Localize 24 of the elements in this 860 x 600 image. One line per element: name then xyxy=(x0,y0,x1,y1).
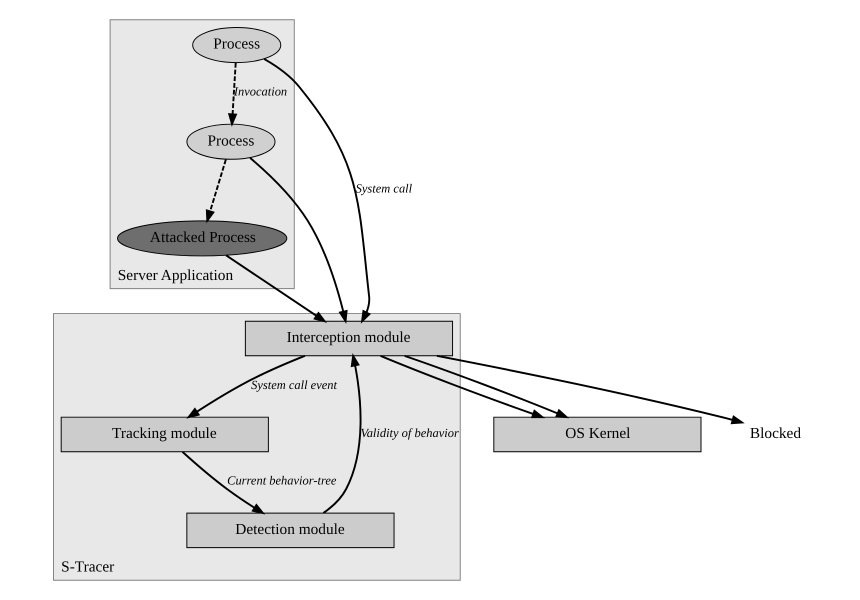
arrow xyxy=(205,159,226,224)
arrow xyxy=(322,353,361,514)
node-box: Tracking module xyxy=(60,416,268,452)
node-ellipse: Process xyxy=(186,124,275,160)
node-box: OS Kernel xyxy=(492,416,701,452)
arrow xyxy=(227,62,237,127)
edge-label: System call event xyxy=(250,378,336,392)
arrow xyxy=(186,354,305,419)
edge-label: System call xyxy=(355,181,412,196)
node-box: Interception module xyxy=(244,320,453,356)
node-text: Blocked xyxy=(749,425,801,442)
arrow xyxy=(263,58,371,324)
node-box: Detection module xyxy=(186,512,394,548)
arrow xyxy=(436,354,744,424)
node-ellipse: Attacked Process xyxy=(116,220,287,256)
arrow xyxy=(225,254,326,323)
node-ellipse: Process xyxy=(192,27,281,64)
arrow xyxy=(380,354,545,418)
edge-label: Invocation xyxy=(233,84,287,99)
edge-label: Validity of behavior xyxy=(360,426,458,440)
edge-label: Current behavior-tree xyxy=(226,474,336,488)
arrow xyxy=(248,157,348,324)
arrow xyxy=(181,451,265,515)
arrow xyxy=(404,354,569,418)
